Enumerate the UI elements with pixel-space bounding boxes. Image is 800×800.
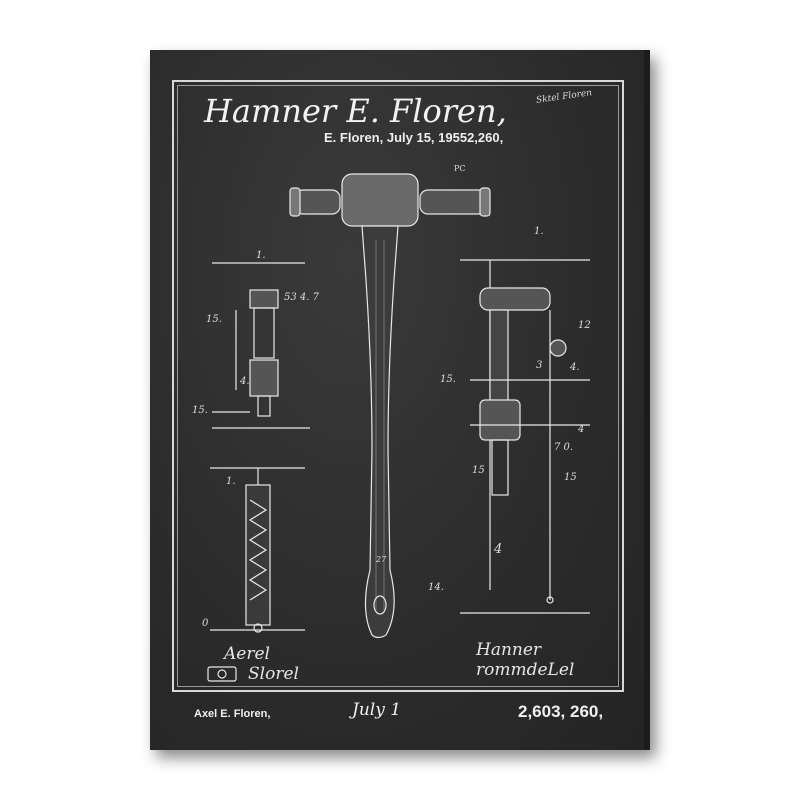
drawing-label: 12 <box>578 320 591 331</box>
drawing-label: 15 <box>564 472 577 483</box>
drawing-label: 15 <box>472 465 485 476</box>
signature-line: Aerel <box>224 644 270 664</box>
signature-right: Hanner rommdeLel <box>476 640 574 680</box>
drawing-label: 1. <box>534 226 544 237</box>
stamp-icon <box>207 666 237 682</box>
inner-border <box>177 85 619 687</box>
drawing-label: 4. <box>240 376 250 387</box>
right-mechanism <box>460 259 590 614</box>
drawing-label: 4. <box>570 362 580 373</box>
outer-border <box>172 80 624 692</box>
poster-subtitle: E. Floren, July 15, 19552,260, <box>324 130 504 145</box>
patent-drawing <box>207 173 590 682</box>
hammer-label: PC <box>454 164 466 173</box>
poster-title: Hamner E. Floren, <box>204 92 507 130</box>
drawing-label: 1. <box>256 250 266 261</box>
left-top-mechanism <box>212 262 310 429</box>
drawing-label: 27 <box>376 555 387 564</box>
drawing-label: 15. <box>206 314 222 325</box>
signature-line: Hanner <box>476 640 542 660</box>
footer-number: 2,603, 260, <box>518 702 604 721</box>
hammer-drawing <box>289 173 491 639</box>
drawing-label: 53 4. 7 <box>284 292 319 303</box>
drawing-label: 15. <box>192 405 208 416</box>
left-bottom-mechanism <box>210 467 305 633</box>
drawing-label: 7 0. <box>554 442 574 453</box>
footer-date: July 1 <box>352 700 402 720</box>
footer-name: Axel E. Floren, <box>194 708 271 720</box>
drawing-label: 3 <box>536 360 543 371</box>
drawing-label: 15. <box>440 374 456 385</box>
stamp-icon-circle <box>217 669 227 679</box>
signature-line: Slorel <box>248 664 299 684</box>
canvas-print: Hamner E. Floren, E. Floren, July 15, 19… <box>150 50 650 750</box>
drawing-label: 0 <box>202 618 209 629</box>
drawing-label: 1. <box>226 476 236 487</box>
signature-left: Aerel Slorel <box>224 644 299 684</box>
drawing-label: 4 <box>578 424 585 435</box>
drawing-label: 4 <box>494 542 503 557</box>
signature-line: rommdeLel <box>476 660 575 680</box>
drawing-label: 14. <box>428 582 444 593</box>
